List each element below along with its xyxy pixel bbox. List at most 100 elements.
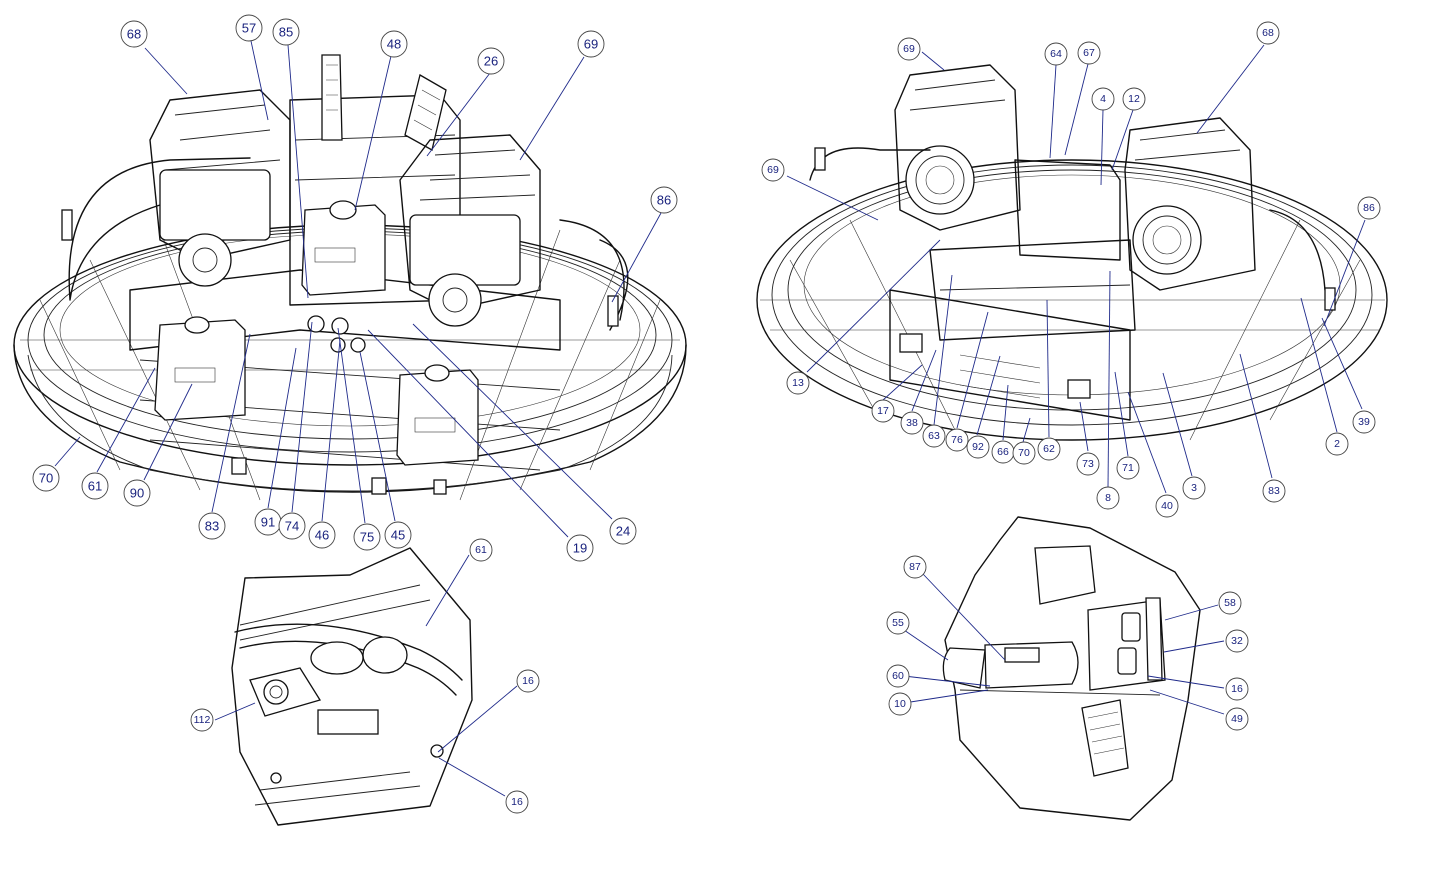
callout-label: 16	[1231, 683, 1243, 695]
callout-bubble[interactable]: 83	[1262, 479, 1286, 503]
callout-label: 68	[127, 27, 141, 42]
callout-bubble[interactable]: 8	[1096, 486, 1120, 510]
callout-bubble[interactable]: 67	[1077, 41, 1101, 65]
trowel-front-view	[13, 54, 687, 501]
callout-bubble[interactable]: 69	[577, 30, 605, 58]
callout-bubble[interactable]: 92	[966, 435, 990, 459]
callout-bubble[interactable]: 39	[1352, 410, 1376, 434]
callout-bubble[interactable]: 68	[120, 20, 148, 48]
callout-bubble[interactable]: 61	[469, 538, 493, 562]
callout-bubble[interactable]: 69	[897, 37, 921, 61]
callout-label: 83	[1268, 485, 1280, 497]
callout-bubble[interactable]: 32	[1225, 629, 1249, 653]
callout-bubble[interactable]: 16	[1225, 677, 1249, 701]
callout-bubble[interactable]: 86	[1357, 196, 1381, 220]
callout-bubble[interactable]: 16	[505, 790, 529, 814]
callout-bubble[interactable]: 45	[384, 521, 412, 549]
callout-bubble[interactable]: 85	[272, 18, 300, 46]
callout-bubble[interactable]: 63	[922, 424, 946, 448]
callout-bubble[interactable]: 12	[1122, 87, 1146, 111]
callout-label: 63	[928, 430, 940, 442]
callout-label: 69	[584, 37, 598, 52]
trowel-rear-view	[756, 64, 1388, 441]
callout-label: 26	[484, 54, 498, 69]
callout-label: 16	[511, 796, 523, 808]
callout-bubble[interactable]: 57	[235, 14, 263, 42]
callout-label: 49	[1231, 713, 1243, 725]
callout-bubble[interactable]: 40	[1155, 494, 1179, 518]
callout-bubble[interactable]: 66	[991, 440, 1015, 464]
callout-bubble[interactable]: 62	[1037, 437, 1061, 461]
callout-label: 86	[1363, 202, 1375, 214]
callouts-top-right: 69 64 67 4 12 68 69 86 13 17 38 63 76 92…	[761, 21, 1381, 518]
callout-label: 66	[997, 446, 1009, 458]
callout-label: 69	[767, 164, 779, 176]
callout-bubble[interactable]: 90	[123, 479, 151, 507]
callout-label: 2	[1334, 438, 1340, 450]
callouts-bottom-right: 87 55 60 10 58 32 16 49	[886, 555, 1249, 731]
callout-label: 45	[391, 528, 405, 543]
callout-bubble[interactable]: 74	[278, 512, 306, 540]
callout-label: 24	[616, 524, 630, 539]
callout-label: 19	[573, 541, 587, 556]
callout-bubble[interactable]: 17	[871, 399, 895, 423]
callout-bubble[interactable]: 58	[1218, 591, 1242, 615]
callout-bubble[interactable]: 76	[945, 428, 969, 452]
callout-bubble[interactable]: 16	[516, 669, 540, 693]
callout-bubble[interactable]: 38	[900, 411, 924, 435]
callout-bubble[interactable]: 13	[786, 371, 810, 395]
callout-bubble[interactable]: 10	[888, 692, 912, 716]
callout-bubble[interactable]: 69	[761, 158, 785, 182]
callout-label: 40	[1161, 500, 1173, 512]
callout-label: 58	[1224, 597, 1236, 609]
callout-label: 83	[205, 519, 219, 534]
callout-label: 86	[657, 193, 671, 208]
top-left-leaders	[54, 40, 662, 538]
callout-bubble[interactable]: 91	[254, 508, 282, 536]
callout-bubble[interactable]: 70	[32, 464, 60, 492]
callout-label: 60	[892, 670, 904, 682]
callout-bubble[interactable]: 112	[190, 708, 214, 732]
callout-bubble[interactable]: 4	[1091, 87, 1115, 111]
callout-label: 87	[909, 561, 921, 573]
callout-bubble[interactable]: 68	[1256, 21, 1280, 45]
callout-bubble[interactable]: 87	[903, 555, 927, 579]
callout-bubble[interactable]: 61	[81, 472, 109, 500]
callout-label: 75	[360, 530, 374, 545]
detail-hose-fitting	[231, 547, 473, 826]
callout-label: 62	[1043, 443, 1055, 455]
callout-bubble[interactable]: 49	[1225, 707, 1249, 731]
callout-bubble[interactable]: 3	[1182, 476, 1206, 500]
callout-bubble[interactable]: 2	[1325, 432, 1349, 456]
callout-bubble[interactable]: 46	[308, 521, 336, 549]
callout-bubble[interactable]: 70	[1012, 441, 1036, 465]
callout-bubble[interactable]: 64	[1044, 42, 1068, 66]
callout-bubble[interactable]: 48	[380, 30, 408, 58]
callout-bubble[interactable]: 26	[477, 47, 505, 75]
callout-label: 57	[242, 21, 256, 36]
callout-label: 73	[1082, 458, 1094, 470]
callout-bubble[interactable]: 55	[886, 611, 910, 635]
bottom-right-leaders	[903, 573, 1225, 715]
callout-bubble[interactable]: 83	[198, 512, 226, 540]
callout-label: 76	[951, 434, 963, 446]
callout-bubble[interactable]: 86	[650, 186, 678, 214]
callout-label: 3	[1191, 482, 1197, 494]
callouts-top-left: 68 57 85 48 26 69 86 70 61 90 83 91 74 4…	[32, 14, 678, 562]
callout-bubble[interactable]: 75	[353, 523, 381, 551]
callout-label: 67	[1083, 47, 1095, 59]
callout-label: 61	[88, 479, 102, 494]
callout-bubble[interactable]: 19	[566, 534, 594, 562]
callout-label: 12	[1128, 93, 1140, 105]
callout-label: 46	[315, 528, 329, 543]
callout-bubble[interactable]: 60	[886, 664, 910, 688]
callout-bubble[interactable]: 73	[1076, 452, 1100, 476]
callout-bubble[interactable]: 24	[609, 517, 637, 545]
bottom-left-leaders	[214, 554, 518, 797]
callout-bubble[interactable]: 71	[1116, 456, 1140, 480]
callout-label: 71	[1122, 462, 1134, 474]
callout-label: 32	[1231, 635, 1243, 647]
callout-label: 13	[792, 377, 804, 389]
